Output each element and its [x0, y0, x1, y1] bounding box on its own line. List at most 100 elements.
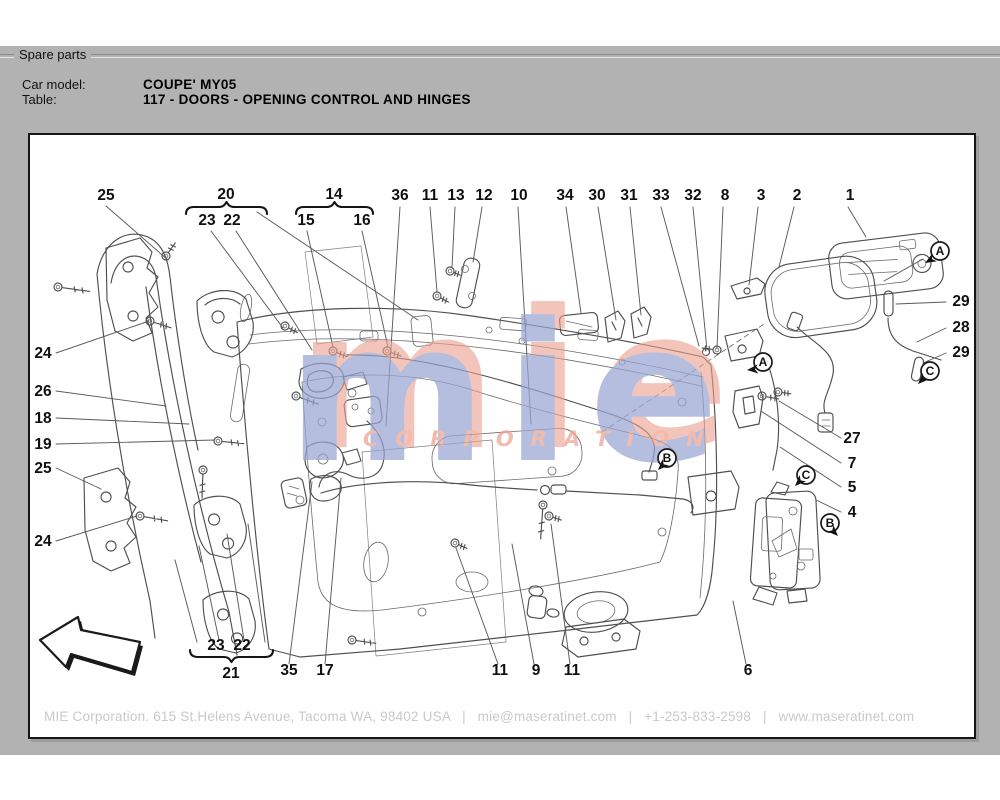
callout-32[interactable]: 32: [684, 187, 701, 204]
callout-19[interactable]: 19: [34, 436, 52, 453]
callout-29[interactable]: 29: [952, 344, 970, 361]
svg-text:A: A: [759, 355, 768, 369]
callout-5[interactable]: 5: [848, 479, 857, 496]
callout-35[interactable]: 35: [280, 662, 298, 679]
svg-text:B: B: [826, 516, 835, 530]
callout-31[interactable]: 31: [620, 187, 638, 204]
leader-line: [429, 206, 438, 293]
leader-line: [247, 523, 266, 643]
leader-line: [235, 230, 313, 351]
leader-line: [361, 230, 389, 348]
inner-handle-group: [280, 362, 385, 509]
leader-line: [55, 417, 190, 425]
leader-lines: [55, 205, 947, 665]
leader-line: [55, 467, 102, 490]
callout-4[interactable]: 4: [848, 504, 857, 521]
group-brace: [294, 200, 375, 216]
callout-3[interactable]: 3: [757, 187, 766, 204]
leader-line: [455, 547, 499, 665]
leader-line-dashed: [601, 323, 765, 433]
leader-line: [565, 206, 582, 314]
ref-arrow: [925, 253, 937, 263]
leader-line: [226, 533, 245, 641]
callout-14[interactable]: 14: [325, 186, 343, 203]
handle-cable: [796, 326, 834, 414]
callout-10[interactable]: 10: [510, 187, 527, 204]
groupbox-border: [0, 54, 1000, 58]
window-frame-strip: [96, 233, 253, 656]
callout-11[interactable]: 11: [492, 662, 509, 679]
callout-25[interactable]: 25: [34, 460, 52, 477]
callout-24[interactable]: 24: [34, 345, 52, 362]
callout-8[interactable]: 8: [721, 187, 730, 204]
callout-30[interactable]: 30: [588, 187, 605, 204]
callout-22[interactable]: 22: [223, 212, 240, 229]
callout-18[interactable]: 18: [34, 410, 52, 427]
bolt: [280, 321, 298, 335]
callout-20[interactable]: 20: [217, 186, 234, 203]
ref-letter-A: A: [747, 352, 773, 374]
callout-17[interactable]: 17: [316, 662, 333, 679]
ref-letter-C: C: [795, 465, 816, 486]
bolts-and-screws: [53, 242, 792, 646]
bolt: [538, 500, 548, 540]
leader-line: [324, 477, 342, 665]
callout-24[interactable]: 24: [34, 533, 52, 550]
table-title: 117 - DOORS - OPENING CONTROL AND HINGES: [143, 92, 471, 107]
door-lock-group: [732, 356, 821, 606]
ref-arrow: [918, 373, 929, 384]
callout-28[interactable]: 28: [952, 319, 970, 336]
callout-25[interactable]: 25: [97, 187, 115, 204]
leader-line: [660, 206, 700, 347]
callout-21[interactable]: 21: [222, 665, 240, 682]
leader-line: [847, 206, 867, 238]
leader-line: [256, 211, 419, 321]
callout-34[interactable]: 34: [556, 187, 574, 204]
callout-2[interactable]: 2: [793, 187, 802, 204]
car-model-value: COUPE' MY05: [143, 77, 237, 92]
window-panel: Spare parts Car model: COUPE' MY05 Table…: [0, 46, 1000, 755]
callout-7[interactable]: 7: [848, 455, 857, 472]
mie-watermark: mie mie CORPORATION: [287, 270, 729, 506]
callout-16[interactable]: 16: [353, 212, 371, 229]
callout-12[interactable]: 12: [475, 187, 492, 204]
callout-22[interactable]: 22: [233, 637, 250, 654]
bolt: [213, 436, 245, 447]
leader-line: [916, 327, 947, 343]
callout-9[interactable]: 9: [532, 662, 541, 679]
leader-line: [550, 523, 571, 665]
callout-braces: [184, 200, 375, 664]
car-model-label: Car model:: [22, 77, 86, 92]
door-assembly-drawing: [38, 232, 944, 676]
svg-text:C: C: [926, 364, 935, 378]
leader-line: [385, 206, 401, 427]
lower-hinge-group: [83, 439, 507, 657]
callout-26[interactable]: 26: [34, 383, 52, 400]
callout-36[interactable]: 36: [391, 187, 409, 204]
bolt: [135, 511, 169, 523]
callout-11[interactable]: 11: [422, 187, 439, 204]
control-rods: [320, 354, 694, 514]
bolt: [53, 282, 91, 294]
footer-contact: MIE Corporation. 615 St.Helens Avenue, T…: [44, 709, 915, 724]
callout-23[interactable]: 23: [198, 212, 216, 229]
callout-1[interactable]: 1: [846, 187, 855, 204]
callout-33[interactable]: 33: [652, 187, 670, 204]
release-cable: [318, 420, 385, 488]
callout-11[interactable]: 11: [564, 662, 581, 679]
ref-arrow: [827, 525, 838, 536]
leader-line: [883, 258, 924, 282]
leader-line: [895, 301, 947, 305]
callout-23[interactable]: 23: [207, 637, 225, 654]
leader-line: [922, 352, 947, 364]
callout-6[interactable]: 6: [744, 662, 753, 679]
bolt: [432, 291, 450, 304]
leader-line: [174, 559, 198, 643]
callout-13[interactable]: 13: [447, 187, 465, 204]
callout-15[interactable]: 15: [297, 212, 315, 229]
callout-27[interactable]: 27: [843, 430, 860, 447]
bolt: [347, 635, 377, 646]
callout-29[interactable]: 29: [952, 293, 970, 310]
leader-line: [815, 499, 842, 513]
